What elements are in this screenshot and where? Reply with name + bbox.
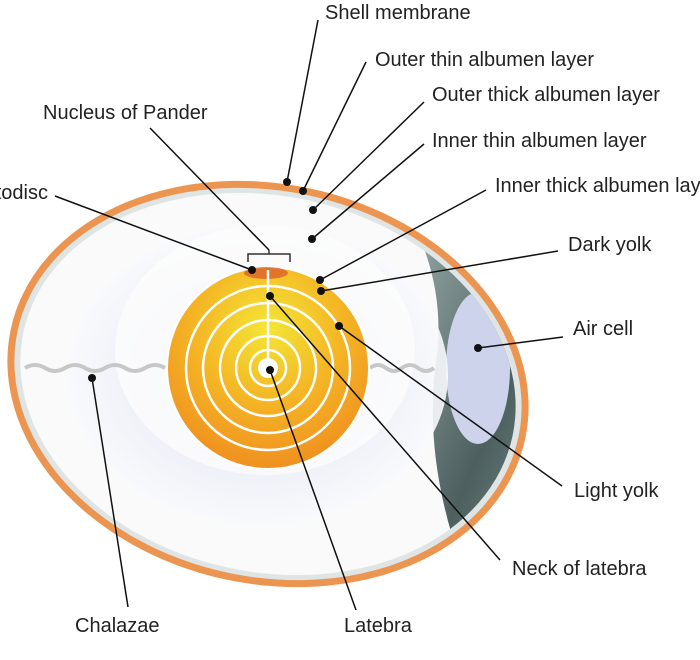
label-outer-thin-albumen: Outer thin albumen layer — [375, 49, 595, 71]
air-cell — [446, 292, 510, 444]
label-air-cell: Air cell — [573, 318, 634, 340]
leader-lines — [54, 19, 564, 611]
label-latebra: Latebra — [344, 615, 412, 637]
pander-bracket — [247, 250, 291, 262]
label-dots — [88, 178, 482, 382]
label-chalazae: Chalazae — [75, 615, 160, 637]
label-inner-thin-albumen: Inner thin albumen layer — [432, 130, 647, 152]
label-light-yolk: Light yolk — [574, 480, 659, 502]
chalazae — [23, 363, 436, 373]
label-blastodisc: Blastodisc — [0, 182, 48, 204]
label-outer-thick-albumen: Outer thick albumen layer — [432, 84, 660, 106]
label-shell-membrane: Shell membrane — [325, 2, 471, 24]
label-neck-of-latebra: Neck of latebra — [512, 558, 647, 580]
label-inner-thick-albumen: Inner thick albumen layer — [495, 175, 700, 197]
label-nucleus-of-pander: Nucleus of Pander — [43, 102, 208, 124]
label-dark-yolk: Dark yolk — [568, 234, 652, 256]
